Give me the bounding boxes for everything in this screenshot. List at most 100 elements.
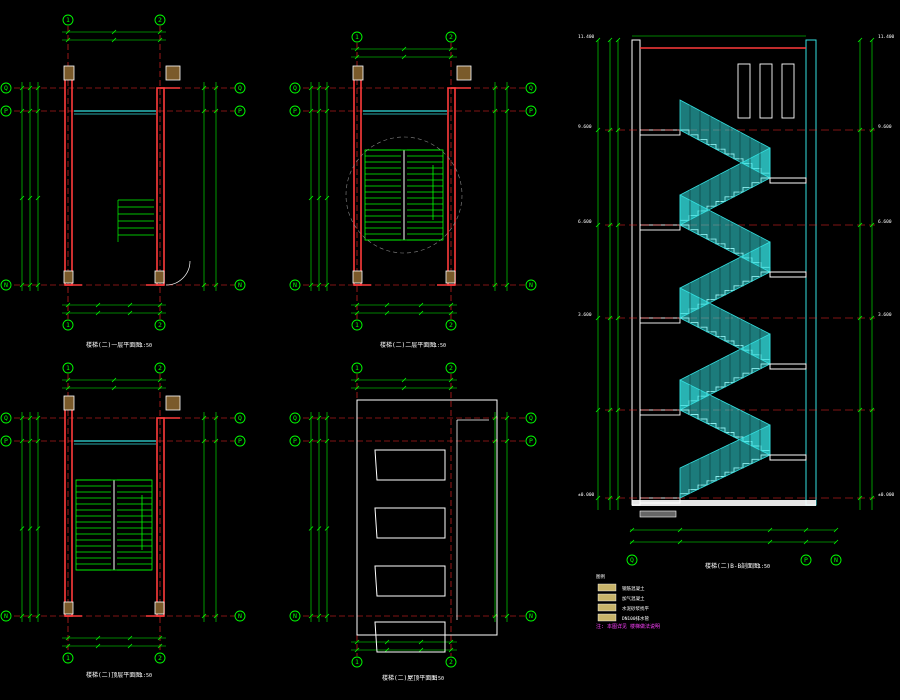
axis-bubble-left-p-circle — [289, 435, 301, 447]
axis-bubble-top-2-circle — [154, 362, 166, 374]
landing-right-3 — [769, 271, 807, 278]
dim-tick — [767, 527, 773, 533]
axis-bubble-top-1-label: 1 — [355, 33, 359, 41]
axis-bubble-right-q-circle — [234, 412, 246, 424]
axis-bubble-left-q-circle — [0, 412, 12, 424]
axis-bubble-top-2-label: 2 — [449, 364, 453, 372]
dim-tick — [35, 108, 41, 114]
dim-tick — [607, 222, 613, 228]
dim-tick — [504, 613, 510, 619]
dim-tick — [316, 282, 322, 288]
column-top-right — [456, 65, 472, 81]
axis-bubble-top-1-label: 1 — [66, 16, 70, 24]
axis-bubble-right-q-label: Q — [238, 84, 242, 92]
dim-tick — [35, 438, 41, 444]
axis-bubble-right-p-label: P — [238, 107, 242, 115]
dim-tick — [354, 647, 360, 653]
dim-tick — [448, 385, 454, 391]
legend-item-label-3: DN100排水管 — [622, 615, 650, 622]
axis-bubble-left-q-label: Q — [4, 414, 8, 422]
dim-tick — [448, 647, 454, 653]
level-label-left-3: 3.600 — [578, 312, 592, 318]
dim-tick — [157, 385, 163, 391]
dim-tick — [308, 438, 314, 444]
column-bottom-left — [352, 270, 363, 284]
axis-bubble-top-2-circle — [445, 362, 457, 374]
dim-tick — [308, 108, 314, 114]
legend-note: 注: 本图详见 楼梯做法说明 — [596, 623, 660, 630]
dim-tick — [448, 302, 454, 308]
level-label-right-4: ±0.000 — [878, 492, 895, 498]
dim-tick — [607, 495, 613, 501]
dim-tick — [157, 29, 163, 35]
axis-bubble-bottom-1-label: 1 — [66, 321, 70, 329]
dim-tick — [504, 85, 510, 91]
dim-tick — [607, 315, 613, 321]
dim-tick — [65, 302, 71, 308]
dim-tick — [27, 85, 33, 91]
dim-tick — [27, 613, 33, 619]
dim-tick — [157, 635, 163, 641]
dim-tick — [157, 302, 163, 308]
dim-tick — [27, 108, 33, 114]
axis-bubble-right-n-label: N — [529, 281, 533, 289]
legend-swatch-0 — [597, 583, 617, 592]
dim-tick — [213, 282, 219, 288]
axis-bubble-right-p-circle — [525, 435, 537, 447]
dim-tick — [354, 377, 360, 383]
dim-tick — [833, 539, 839, 545]
axis-bubble-left-p-circle — [0, 435, 12, 447]
dim-tick — [127, 643, 133, 649]
level-label-right-2: 6.600 — [878, 219, 892, 225]
axis-bubble-top-2-label: 2 — [158, 364, 162, 372]
axis-bubble-bottom-1-label: 1 — [355, 658, 359, 666]
dim-tick — [19, 108, 25, 114]
axis-bubble-right-n-label: N — [529, 612, 533, 620]
dim-tick — [401, 377, 407, 383]
dim-tick — [95, 310, 101, 316]
dim-tick — [401, 46, 407, 52]
dim-tick — [316, 526, 322, 531]
dim-tick — [384, 647, 390, 653]
axis-bubble-right-n-circle — [525, 610, 537, 622]
plan-4-scale: 1:50 — [432, 676, 444, 682]
dim-tick — [19, 85, 25, 91]
dim-tick — [157, 37, 163, 43]
dim-tick — [324, 613, 330, 619]
axis-bubble-bottom-1-label: 1 — [355, 321, 359, 329]
dim-tick — [595, 407, 601, 413]
axis-bubble-bottom-2-label: 2 — [158, 321, 162, 329]
plan-1-scale: 1:50 — [140, 343, 152, 349]
axis-bubble-bottom-1-circle — [351, 319, 363, 331]
column-top-right — [165, 395, 181, 411]
section-scale: 1:50 — [758, 564, 770, 570]
dim-tick — [607, 407, 613, 413]
dim-tick — [19, 282, 25, 288]
axis-bubble-left-n-circle — [0, 610, 12, 622]
axis-bubble-left-n-label: N — [293, 612, 297, 620]
axis-bubble-top-1-label: 1 — [355, 364, 359, 372]
legend-header: 图例 — [596, 573, 605, 580]
dim-tick — [595, 222, 601, 228]
dim-tick — [677, 527, 683, 533]
dim-tick — [857, 37, 863, 43]
axis-bubble-right-q-circle — [234, 82, 246, 94]
dim-tick — [95, 302, 101, 308]
dim-tick — [65, 310, 71, 316]
dim-tick — [95, 643, 101, 649]
dim-tick — [19, 613, 25, 619]
legend-item-label-0: 钢筋混凝土 — [622, 585, 645, 592]
level-label-right-0: 11.400 — [878, 34, 895, 40]
dim-tick — [308, 526, 314, 531]
axis-bubble-top-2-circle — [445, 31, 457, 43]
axis-bubble-top-1-circle — [351, 362, 363, 374]
dim-tick — [308, 195, 314, 201]
legend-swatch-2 — [597, 603, 617, 612]
axis-bubble-bottom-2-label: 2 — [449, 658, 453, 666]
axis-bubble-left-n-label: N — [293, 281, 297, 289]
axis-bubble-right-q-circle — [525, 412, 537, 424]
dim-tick — [615, 495, 621, 501]
dim-tick — [448, 46, 454, 52]
axis-bubble-bottom-1-label: 1 — [66, 654, 70, 662]
legend-swatch-1 — [597, 593, 617, 602]
